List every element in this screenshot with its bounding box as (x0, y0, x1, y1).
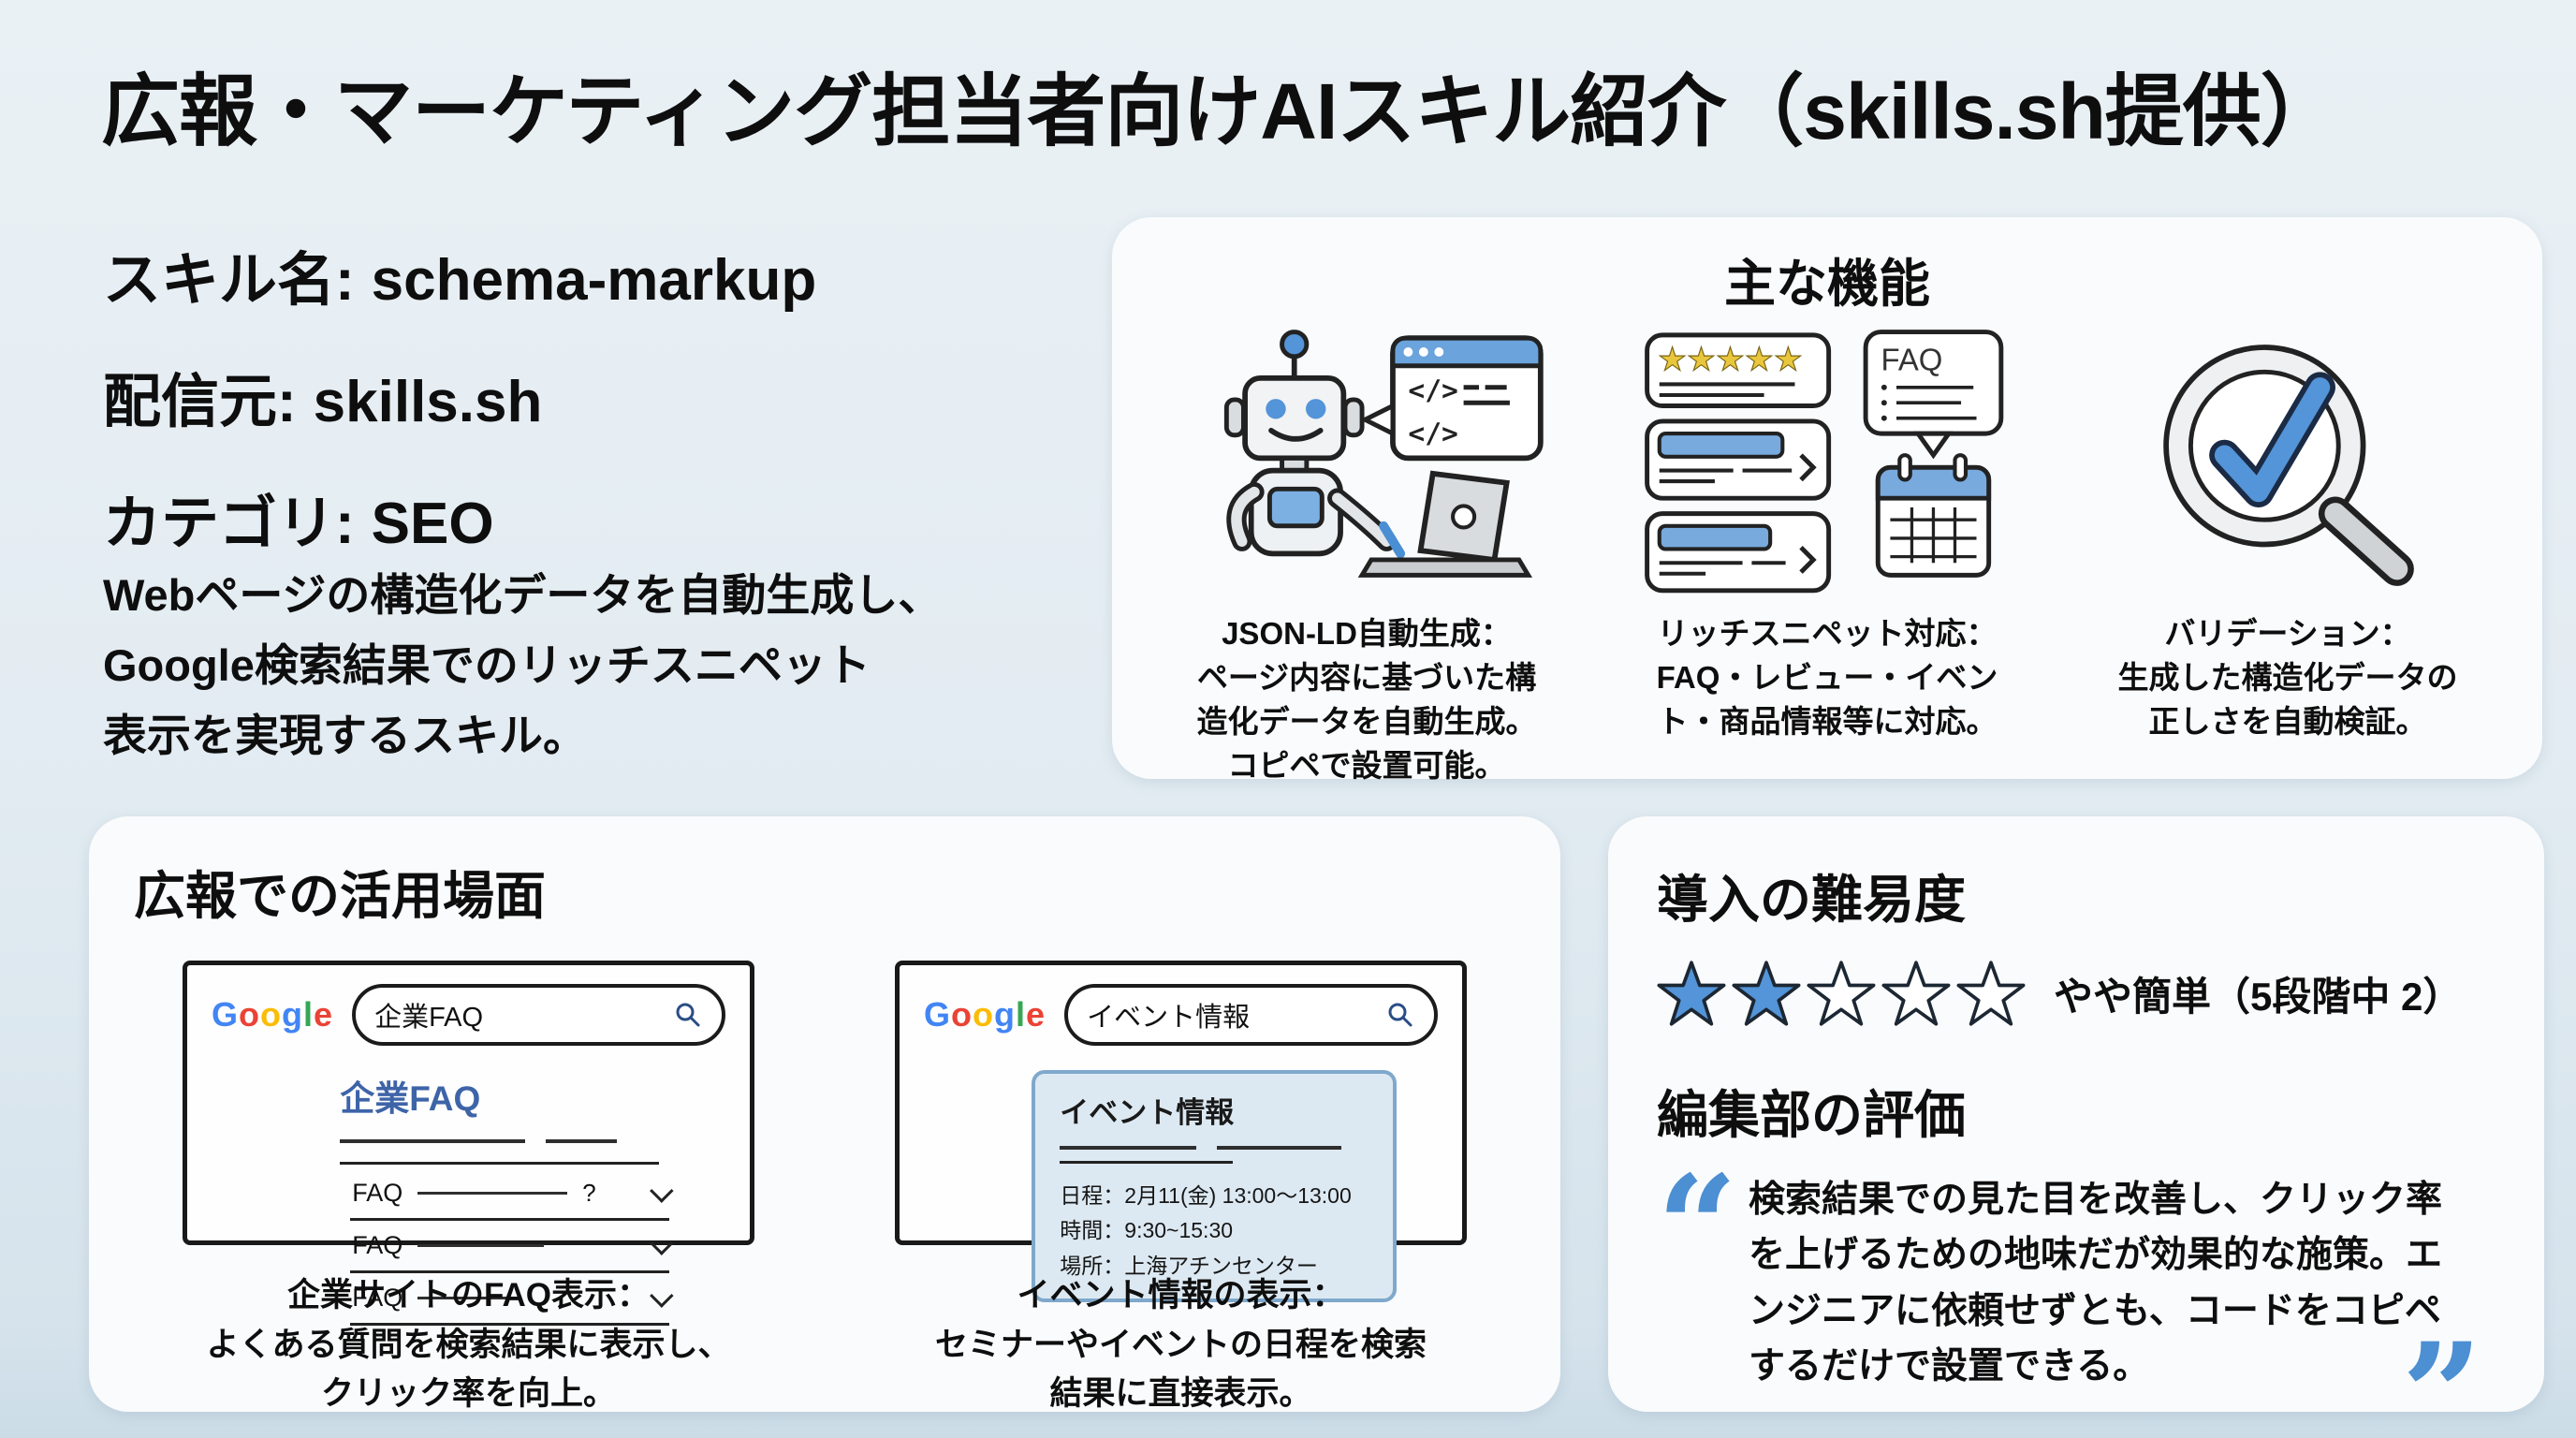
skill-category-line: カテゴリ:SEO (103, 476, 816, 560)
chevron-down-icon (649, 1178, 674, 1203)
features-row: </> </> (1112, 316, 2542, 787)
divider-line (340, 1162, 659, 1165)
feature-validation-caption: バリデーション： 生成した構造化データの 正しさを自動検証。 (2117, 616, 2458, 739)
difficulty-stars-row: やや簡単（5段階中 2） (1657, 961, 2496, 1026)
rich-snippet-cards-icon: ★★★★★ FAQ (1626, 322, 2028, 603)
skill-info-block: スキル名:schema-markup 配信元:skills.sh カテゴリ:SE… (103, 232, 816, 597)
features-title: 主な機能 (1723, 255, 1930, 313)
text-placeholder-lines (1060, 1146, 1368, 1164)
mockups-row: Google 企業FAQ 企業FAQ FAQ? (134, 961, 1515, 1419)
feature-rich-snippet: ★★★★★ FAQ (1610, 322, 2044, 787)
mockup-event-search: Google イベント情報 イベント情報 日程：2月11(金) 13:00～13… (895, 961, 1467, 1419)
result-link: 企業FAQ (340, 1079, 481, 1118)
close-quote-icon: ” (2401, 1313, 2482, 1438)
skill-category-value: SEO (371, 492, 494, 556)
browser-sketch-frame: Google 企業FAQ 企業FAQ FAQ? (183, 961, 754, 1326)
faq-row: FAQ? (350, 1168, 674, 1221)
skill-publisher-label: 配信元: (103, 370, 297, 434)
search-input: イベント情報 (1064, 984, 1438, 1046)
svg-text:FAQ: FAQ (1881, 343, 1943, 377)
search-query-text: 企業FAQ (374, 1003, 484, 1033)
event-details-text: 日程：2月11(金) 13:00～13:00 時間：9:30~15:30 場所：… (1060, 1183, 1352, 1278)
review-title: 編集部の評価 (1657, 1086, 1967, 1144)
faq-row: FAQ (350, 1273, 674, 1326)
skill-name-value: schema-markup (371, 248, 817, 313)
usecases-card: 広報での活用場面 Google 企業FAQ 企業FAQ (89, 816, 1560, 1412)
usecases-title: 広報での活用場面 (134, 867, 547, 925)
difficulty-label: やや簡単（5段階中 2） (2054, 974, 2463, 1019)
feature-rich-snippet-caption: リッチスニペット対応： FAQ・レビュー・イベン ト・商品情報等に対応。 (1656, 616, 1998, 739)
skill-name-label: スキル名: (103, 248, 355, 313)
search-input: 企業FAQ (352, 984, 725, 1046)
faq-row: FAQ (350, 1221, 674, 1273)
robot-writing-code-icon: </> </> (1165, 322, 1568, 603)
difficulty-star-icon (1732, 961, 1801, 1026)
difficulty-star-icon (1956, 961, 2026, 1026)
event-rich-snippet-panel: イベント情報 日程：2月11(金) 13:00～13:00 時間：9:30~15… (1032, 1070, 1398, 1302)
mockup-event-caption: イベント情報の表示： セミナーやイベントの日程を検索 結果に直接表示。 (934, 1277, 1427, 1412)
browser-sketch-frame: Google イベント情報 イベント情報 日程：2月11(金) 13:00～13… (895, 961, 1467, 1302)
difficulty-star-icon (1657, 961, 1726, 1026)
search-row: Google イベント情報 (924, 984, 1438, 1046)
feature-validation: バリデーション： 生成した構造化データの 正しさを自動検証。 (2071, 322, 2505, 787)
text-placeholder-lines (340, 1139, 637, 1143)
difficulty-star-icon (1881, 961, 1951, 1026)
svg-text:</>: </> (1408, 374, 1457, 406)
faq-accordion-list: FAQ? FAQ FAQ (350, 1168, 674, 1326)
skill-publisher-value: skills.sh (313, 370, 543, 434)
magnifier-check-icon (2086, 322, 2489, 603)
event-panel-title: イベント情報 (1060, 1096, 1235, 1129)
google-logo: Google (212, 995, 334, 1034)
page-title: 広報・マーケティング担当者向けAIスキル紹介（skills.sh提供） (101, 67, 2339, 155)
mockup-faq-caption: 企業サイトのFAQ表示： よくある質問を検索結果に表示し、 クリック率を向上。 (206, 1277, 731, 1412)
difficulty-stars (1657, 961, 2031, 1026)
quote-text: 検索結果での見た目を改善し、クリック率を上げるための地味だが効果的な施策。エンジ… (1749, 1180, 2443, 1387)
skill-description: Webページの構造化データを自動生成し、 Google検索結果でのリッチスニペッ… (103, 570, 943, 761)
editorial-quote: “ 検索結果での見た目を改善し、クリック率を上げるための地味だが効果的な施策。エ… (1657, 1145, 2496, 1438)
validation-illustration-svg (2163, 345, 2414, 586)
features-card: 主な機能 </> </> (1112, 217, 2542, 783)
rating-card: 導入の難易度 やや簡単（5段階中 2） 編集部の評価 “ 検索結果での見た目を改… (1608, 816, 2544, 1438)
skill-publisher-line: 配信元:skills.sh (103, 354, 816, 438)
chevron-down-icon (649, 1230, 674, 1255)
difficulty-star-icon (1807, 961, 1876, 1026)
snippet-cards-illustration-svg: ★★★★★ FAQ (1645, 330, 2004, 594)
svg-text:★★★★★: ★★★★★ (1658, 343, 1803, 378)
difficulty-title: 導入の難易度 (1657, 871, 1967, 929)
search-icon (1388, 1003, 1412, 1027)
google-logo: Google (924, 995, 1046, 1034)
feature-json-ld: </> </> (1149, 322, 1584, 787)
skill-category-label: カテゴリ: (103, 492, 355, 556)
search-query-text: イベント情報 (1087, 1003, 1251, 1033)
mockup-faq-search: Google 企業FAQ 企業FAQ FAQ? (183, 961, 754, 1419)
search-row: Google 企業FAQ (212, 984, 725, 1046)
svg-text:</>: </> (1408, 418, 1457, 449)
feature-json-ld-caption: JSON-LD自動生成： ページ内容に基づいた構 造化データを自動生成。 コピペ… (1196, 616, 1537, 783)
robot-illustration-svg: </> </> (1223, 330, 1544, 578)
search-icon (676, 1003, 700, 1027)
skill-name-line: スキル名:schema-markup (103, 232, 816, 316)
open-quote-icon: “ (1657, 1145, 1738, 1310)
